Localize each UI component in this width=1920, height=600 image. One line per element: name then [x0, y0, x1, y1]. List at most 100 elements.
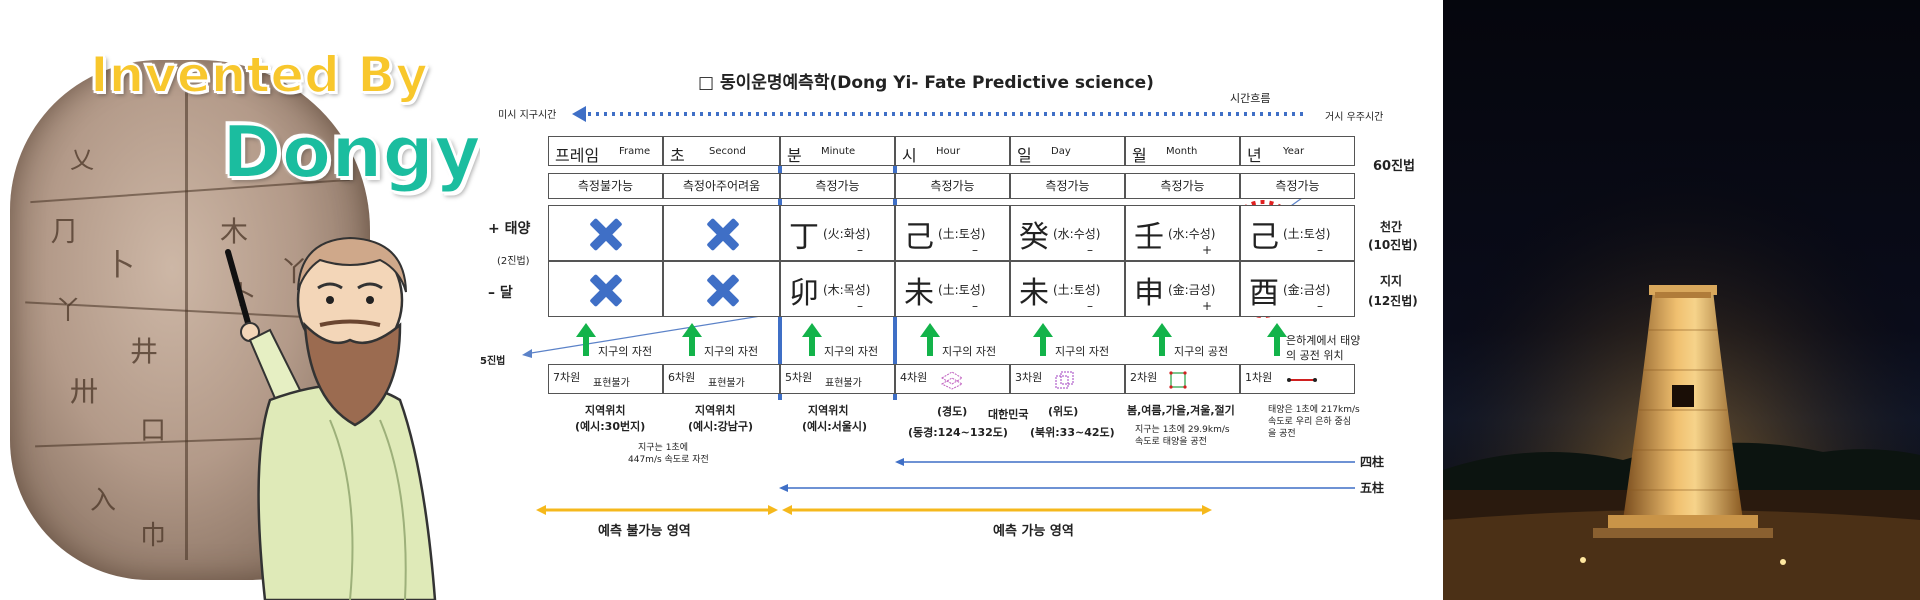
earth-label: 지지 [1380, 274, 1403, 288]
motion-label: 지구의 자전 [942, 345, 997, 358]
measure-cell: 측정가능 [895, 173, 1010, 199]
unit-cell-year: 년 Year [1240, 136, 1355, 166]
motion-label: 지구의 자전 [704, 345, 759, 358]
branch-cell-year: 酉 (金:금성) – [1240, 261, 1355, 317]
measure-cell: 측정가능 [1125, 173, 1240, 199]
cube-4d-icon [940, 371, 964, 390]
location-example: (예시:서울시) [802, 420, 868, 433]
motion-label: 은하계에서 태양 [1286, 334, 1361, 347]
oracle-glyph: 木 [220, 215, 249, 248]
location-example: (예시:강남구) [688, 420, 754, 433]
branch-cell-month: 申 (金:금성) + [1125, 261, 1240, 317]
x-mark-icon [706, 217, 740, 251]
diagram-panel: □ 동이운명예측학(Dong Yi- Fate Predictive scien… [480, 0, 1440, 600]
heaven-label-base: (10진법) [1368, 238, 1418, 252]
stem-cell-frame [548, 205, 663, 261]
unit-cell-second: 초 Second [663, 136, 780, 166]
x-mark-icon [589, 273, 623, 307]
branch-char: 未 [904, 276, 934, 311]
cube-3d-icon [1055, 371, 1074, 389]
motion-label: 지구의 공전 [1174, 345, 1229, 358]
line-1d-icon [1287, 378, 1317, 382]
stem-char: 己 [904, 220, 934, 255]
longitude-range: (동경:124~132도) [908, 426, 1008, 439]
stem-char: 壬 [1134, 220, 1164, 255]
row-label-sun: + 태양 [488, 221, 531, 237]
macro-time-label: 거시 우주시간 [1325, 112, 1384, 123]
seasons-label: 봄,여름,가을,겨울,절기 [1127, 404, 1235, 417]
dongyi-title: Dongyi [221, 109, 480, 195]
branch-cell-second [663, 261, 780, 317]
dimension-cell: 3차원 [1010, 364, 1125, 394]
oracle-glyph: 乂 [70, 146, 94, 174]
stem-cell-second [663, 205, 780, 261]
branch-cell-hour: 未 (土:토성) – [895, 261, 1010, 317]
branch-cell-day: 未 (土:토성) – [1010, 261, 1125, 317]
stem-char: 丁 [789, 220, 819, 255]
oracle-glyph: ⺆ [50, 215, 79, 248]
predictable-zone-label: 예측 가능 영역 [993, 524, 1074, 539]
motion-label: 의 공전 위치 [1286, 349, 1344, 362]
branch-char: 未 [1019, 276, 1049, 311]
rotation-note: 지구는 1초에 [638, 443, 688, 453]
location-label: 지역위치 [695, 404, 736, 417]
stem-cell-month: 壬 (水:수성) + [1125, 205, 1240, 261]
base60-label: 60진법 [1373, 159, 1416, 174]
sun-note: 속도로 우리 은하 중심 [1268, 417, 1352, 427]
unit-cell-day: 일 Day [1010, 136, 1125, 166]
base5-label: 5진법 [480, 356, 506, 367]
orbit-note: 지구는 1초에 29.9km/s [1135, 425, 1230, 435]
stem-cell-day: 癸 (水:수성) – [1010, 205, 1125, 261]
branch-char: 酉 [1249, 276, 1279, 311]
unit-cell-minute: 분 Minute [780, 136, 895, 166]
time-flow-label: 시간흐름 [1230, 92, 1271, 105]
cheomseongdae-night-illustration [1443, 0, 1920, 600]
heaven-label: 천간 [1380, 220, 1403, 234]
branch-char: 申 [1134, 276, 1164, 311]
left-illustration-panel: ⺆ 卜 丫 井 卅 口 木 丫 卜 入 巾 乂 Invented By Dong… [0, 0, 480, 600]
location-label: 지역위치 [808, 404, 849, 417]
sun-note: 태양은 1초에 217km/s [1268, 405, 1360, 415]
oracle-glyph: 口 [140, 416, 167, 446]
four-pillars-label: 四柱 [1360, 455, 1385, 469]
measure-cell: 측정불가능 [548, 173, 663, 199]
diagram-title: □ 동이운명예측학(Dong Yi- Fate Predictive scien… [698, 73, 1154, 93]
latitude-label: (위도) [1048, 405, 1079, 418]
stem-char: 己 [1249, 220, 1279, 255]
micro-time-label: 미시 지구시간 [498, 110, 557, 121]
oracle-glyph: 入 [90, 486, 117, 516]
row-label-moon: – 달 [488, 285, 513, 301]
sun-note: 을 공전 [1268, 429, 1296, 439]
location-example: (예시:30번지) [575, 420, 646, 433]
latitude-range: (북위:33~42도) [1030, 426, 1115, 439]
oracle-glyph: 卅 [70, 375, 99, 408]
motion-label: 지구의 자전 [824, 345, 879, 358]
square-2d-icon [1169, 371, 1187, 389]
binary-label: (2진법) [497, 256, 530, 267]
measure-cell: 측정가능 [1240, 173, 1355, 199]
unit-cell-month: 월 Month [1125, 136, 1240, 166]
shell-crack [185, 90, 188, 560]
x-mark-icon [589, 217, 623, 251]
longitude-label: (경도) [937, 405, 968, 418]
measure-cell: 측정가능 [1010, 173, 1125, 199]
branch-cell-minute: 卯 (木:목성) – [780, 261, 895, 317]
branch-char: 卯 [789, 276, 819, 311]
rotation-note: 447m/s 속도로 자전 [628, 455, 709, 465]
stem-cell-year: 己 (土:토성) – [1240, 205, 1355, 261]
measure-cell: 측정아주어려움 [663, 173, 780, 199]
oracle-glyph: 卜 [105, 248, 135, 283]
location-label: 지역위치 [585, 404, 626, 417]
dimension-cell: 4차원 [895, 364, 1010, 394]
dimension-cell: 2차원 [1125, 364, 1240, 394]
observatory-photo [1443, 0, 1920, 600]
sage-character-illustration [225, 236, 437, 600]
dimension-cell: 1차원 [1240, 364, 1355, 394]
korea-label: 대한민국 [988, 408, 1029, 421]
x-mark-icon [706, 273, 740, 307]
motion-label: 지구의 자전 [598, 345, 653, 358]
earth-label-base: (12진법) [1368, 294, 1418, 308]
five-pillars-label: 五柱 [1360, 481, 1385, 495]
